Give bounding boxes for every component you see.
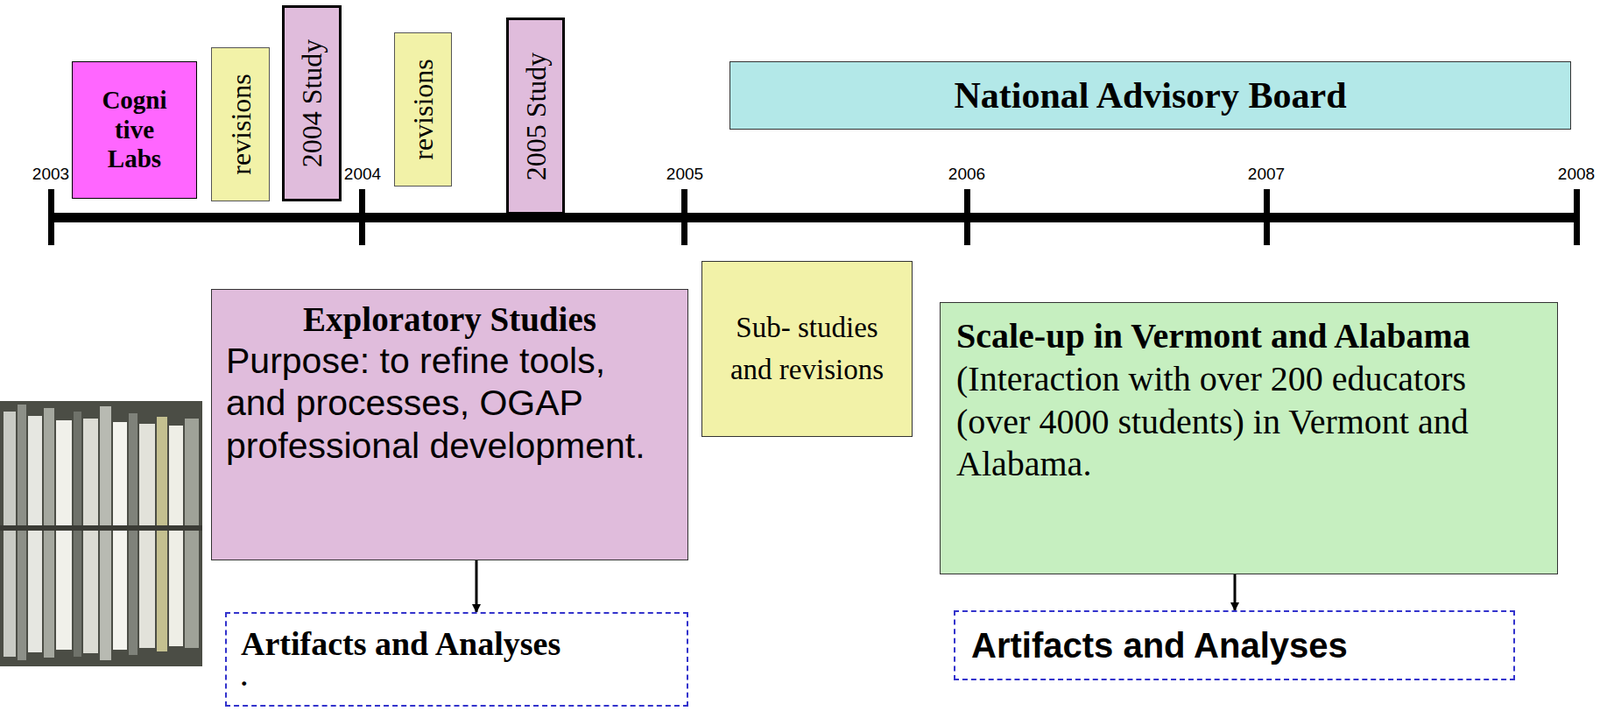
year-label: 2005 bbox=[665, 164, 705, 184]
timeline-bar bbox=[49, 212, 1580, 223]
timeline-tick bbox=[1573, 189, 1580, 246]
flow-arrow bbox=[1233, 574, 1237, 611]
year-label: 2007 bbox=[1247, 164, 1286, 184]
box-text: (Interaction with over 200 educators (ov… bbox=[956, 359, 1469, 485]
box-heading: Exploratory Studies bbox=[225, 300, 674, 340]
vertical-label: revisions bbox=[224, 73, 257, 176]
timeline-box: Artifacts and Analyses. bbox=[225, 612, 689, 707]
timeline-box: Scale-up in Vermont and Alabama (Interac… bbox=[939, 302, 1558, 575]
timeline-tick bbox=[681, 189, 688, 246]
box-text: Purpose: to refine tools, and processes,… bbox=[225, 339, 674, 467]
timeline-tick bbox=[359, 189, 366, 246]
box-content: Sub- studies and revisions bbox=[724, 307, 891, 392]
timeline-box: 2005 Study bbox=[506, 17, 565, 215]
year-label: 2003 bbox=[31, 164, 71, 184]
box-content: Exploratory StudiesPurpose: to refine to… bbox=[225, 300, 674, 467]
year-label: 2008 bbox=[1557, 164, 1596, 184]
year-label: 2004 bbox=[343, 164, 382, 184]
box-content: National Advisory Board bbox=[953, 74, 1347, 117]
timeline-box: Sub- studies and revisions bbox=[701, 260, 913, 438]
stray-mark: . bbox=[240, 664, 673, 689]
timeline-box: Cogni tive Labs bbox=[71, 61, 198, 199]
box-content: Cogni tive Labs bbox=[92, 85, 177, 174]
timeline-box: National Advisory Board bbox=[729, 61, 1572, 130]
timeline-box: revisions bbox=[394, 32, 452, 187]
box-text: Artifacts and Analyses bbox=[971, 626, 1348, 666]
timeline-box: Artifacts and Analyses bbox=[953, 610, 1516, 681]
vertical-label: 2005 Study bbox=[519, 51, 552, 181]
box-heading: Scale-up in Vermont and Alabama bbox=[956, 316, 1471, 356]
box-text: Sub- studies and revisions bbox=[724, 307, 891, 392]
timeline-box: revisions bbox=[211, 47, 270, 202]
vertical-label: 2004 Study bbox=[296, 39, 329, 169]
bookshelf-photo bbox=[0, 401, 203, 667]
timeline-box: Exploratory StudiesPurpose: to refine to… bbox=[211, 288, 689, 561]
flow-arrow bbox=[475, 560, 479, 613]
box-text: Artifacts and Analyses bbox=[240, 624, 673, 665]
box-content: Artifacts and Analyses bbox=[971, 626, 1348, 666]
timeline-box: 2004 Study bbox=[281, 5, 342, 202]
year-label: 2006 bbox=[947, 164, 987, 184]
timeline-tick bbox=[964, 189, 971, 246]
box-content: Artifacts and Analyses. bbox=[240, 624, 673, 689]
timeline-tick bbox=[48, 189, 55, 246]
timeline-tick bbox=[1263, 189, 1270, 246]
vertical-label: revisions bbox=[407, 58, 440, 161]
box-text: National Advisory Board bbox=[953, 74, 1347, 117]
box-content: Scale-up in Vermont and Alabama (Interac… bbox=[956, 315, 1542, 487]
box-text: Cogni tive Labs bbox=[92, 85, 177, 174]
